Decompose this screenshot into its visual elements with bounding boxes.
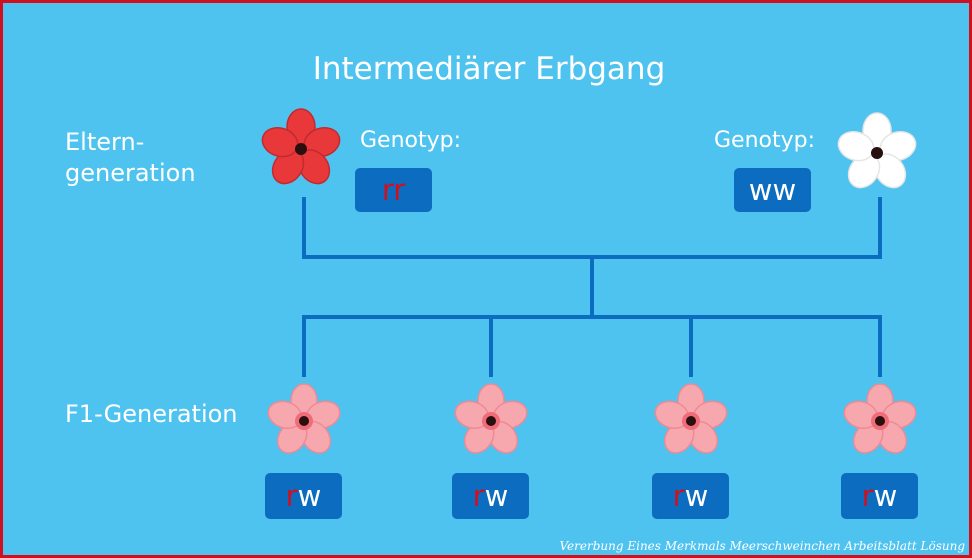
allele: r	[472, 479, 485, 513]
offspring-genotype-box-3: rw	[652, 473, 729, 519]
offspring-genotype-box-4: rw	[841, 473, 918, 519]
allele: r	[381, 173, 394, 207]
allele: r	[285, 479, 298, 513]
pink-flower-icon	[843, 383, 917, 454]
white-flower-icon	[837, 112, 917, 189]
allele: w	[748, 173, 773, 207]
diagram-title: Intermediärer Erbgang	[312, 51, 666, 87]
offspring-genotype-box-2: rw	[452, 473, 529, 519]
parent-right-genotype-box: ww	[734, 168, 811, 212]
parent-right-genotype-label: Genotyp:	[714, 128, 816, 153]
allele: w	[873, 479, 898, 513]
allele: w	[297, 479, 322, 513]
red-flower-icon	[261, 108, 341, 185]
watermark-caption: Vererbung Eines Merkmals Meerschweinchen…	[559, 539, 965, 553]
offspring-genotype-box-1: rw	[265, 473, 342, 519]
allele: w	[484, 479, 509, 513]
allele: w	[772, 173, 797, 207]
allele: r	[393, 173, 406, 207]
inheritance-lines	[302, 197, 882, 377]
allele: r	[672, 479, 685, 513]
allele: w	[684, 479, 709, 513]
f1-row-label: F1-Generation	[65, 400, 238, 428]
pink-flower-icon	[454, 383, 528, 454]
parent-left-genotype-box: rr	[355, 168, 432, 212]
pink-flower-icon	[654, 383, 728, 454]
parents-row-label: Eltern- generation	[65, 128, 196, 187]
parent-left-genotype-label: Genotyp:	[360, 128, 462, 153]
allele: r	[861, 479, 874, 513]
pink-flower-icon	[267, 383, 341, 454]
